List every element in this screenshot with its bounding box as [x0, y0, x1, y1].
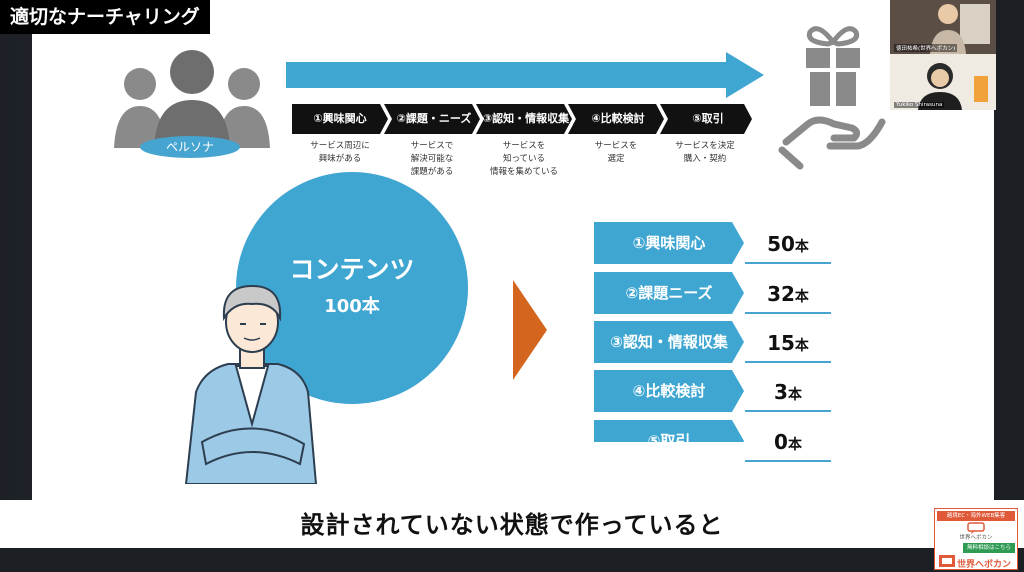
content-row-chevrons — [594, 222, 744, 442]
content-row-3-label: ③認知・情報収集 — [610, 333, 728, 351]
stage-2: ②課題・ニーズ — [396, 112, 472, 125]
journey-arrow-icon — [286, 52, 764, 98]
persona-group — [108, 44, 276, 172]
webcam-2-name: Yukiko Shirasuna — [894, 102, 945, 108]
stage-chevrons — [292, 104, 752, 134]
content-row-2-label: ②課題ニーズ — [625, 284, 713, 302]
webcam-1-name: 徳田祐希(世界へボカン) — [894, 44, 958, 52]
persona-label: ペルソナ — [140, 136, 240, 158]
content-circle-count: 100本 — [324, 296, 380, 317]
stage-1: ①興味関心 — [313, 112, 367, 125]
brand-logo-icon — [939, 555, 955, 567]
promo-badge[interactable]: 越境EC・海外WEB集客 世界へボカン 無料相談はこちら 世界へボカン — [934, 508, 1018, 570]
content-row-1-label: ①興味関心 — [632, 234, 706, 252]
stage-4-desc: サービスを 選定 — [594, 141, 638, 164]
content-row-3-value: 15本 — [745, 321, 831, 363]
subtitle-caption: 設計されていない状態で作っていると — [300, 511, 724, 539]
brand-name: 世界へボカン — [957, 560, 1012, 570]
slide-title-tag: 適切なナーチャリング — [0, 0, 210, 34]
webcam-tile-2[interactable]: Yukiko Shirasuna — [890, 54, 996, 110]
bottom-bar — [0, 548, 1024, 572]
webcam-tile-1[interactable]: 徳田祐希(世界へボカン) — [890, 0, 996, 54]
stage-2-desc: サービスで 解決可能な 課題がある — [410, 141, 454, 177]
content-row-1-value: 50本 — [745, 222, 831, 264]
stage-1-desc: サービス周辺に 興味がある — [310, 141, 370, 164]
promo-badge-mid: 世界へボカン — [959, 535, 993, 541]
man-arms-crossed-illustration — [184, 284, 318, 484]
stage-3-desc: サービスを 知っている 情報を集めている — [489, 141, 558, 177]
free-consult-link[interactable]: 無料相談はこちら — [963, 543, 1015, 553]
caption-bar — [0, 500, 1024, 548]
gift-hand-icon — [778, 26, 886, 170]
content-row-2-value: 32本 — [745, 272, 831, 314]
stage-4: ④比較検討 — [591, 112, 645, 125]
content-row-5-value: 0本 — [745, 420, 831, 462]
content-circle-title: コンテンツ — [289, 255, 415, 284]
content-row-5-label: ⑤取引 — [647, 432, 691, 450]
content-row-4-label: ④比較検討 — [632, 382, 706, 400]
persona-people-icon — [114, 50, 270, 148]
participant-1-avatar — [890, 0, 996, 54]
chat-bubble-icon — [967, 522, 985, 534]
orange-chevron-icon — [513, 280, 547, 380]
stage-5: ⑤取引 — [692, 112, 724, 125]
content-row-4-value: 3本 — [745, 370, 831, 412]
promo-badge-top: 越境EC・海外WEB集客 — [937, 511, 1015, 521]
stage-5-desc: サービスを決定 購入・契約 — [675, 141, 735, 164]
stage-3: ③認知・情報収集 — [482, 112, 570, 125]
participant-2-avatar — [890, 54, 996, 110]
